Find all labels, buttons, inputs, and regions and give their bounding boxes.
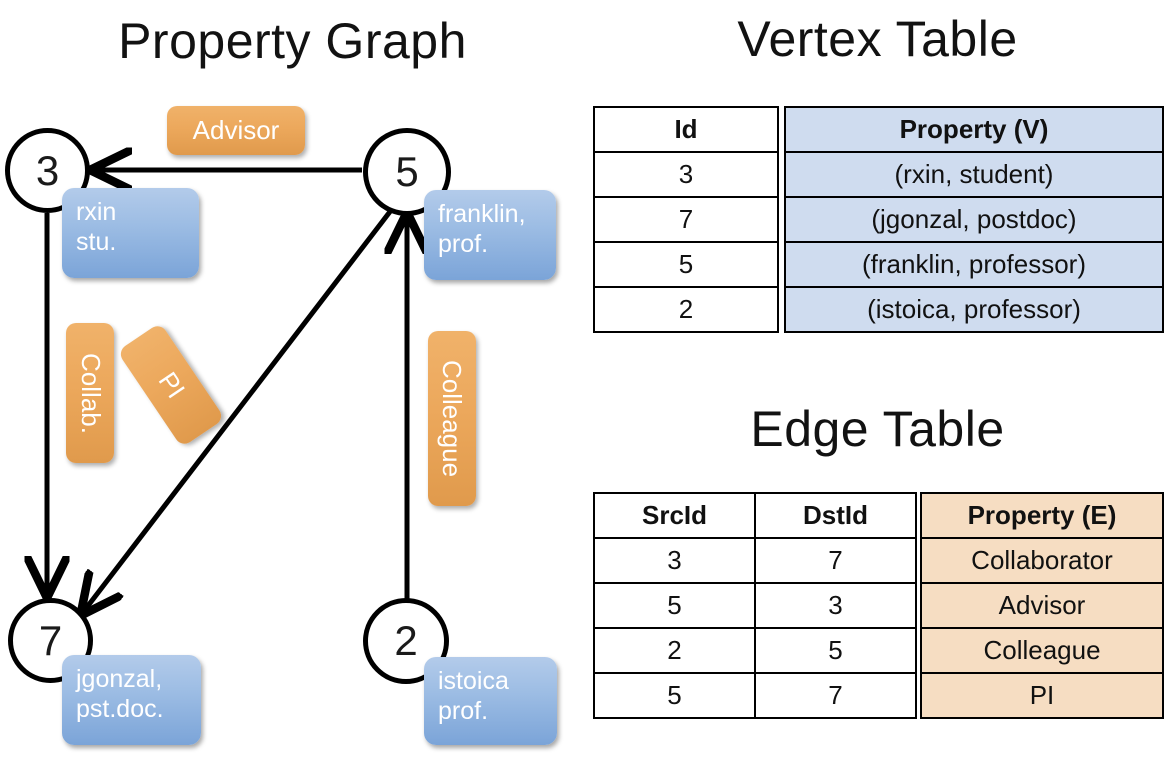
vertex-badge-3-line1: rxin xyxy=(76,198,117,226)
graph-edge-lines xyxy=(0,0,585,640)
table-row[interactable]: 5 xyxy=(593,241,779,288)
table-row[interactable]: Colleague xyxy=(920,627,1164,674)
vertex-id-cell: 3 xyxy=(593,151,779,198)
graph-node-2[interactable]: 2 xyxy=(363,598,449,684)
edge-table-header-dstid: DstId xyxy=(754,492,917,539)
table-row[interactable]: (franklin, professor) xyxy=(784,241,1164,288)
graph-node-2-label: 2 xyxy=(394,617,418,664)
table-row[interactable]: 3 7 xyxy=(593,537,917,584)
edge-badge-colleague[interactable]: Colleague xyxy=(428,331,476,506)
vertex-property-cell: (franklin, professor) xyxy=(784,241,1164,288)
vertex-id-cell: 5 xyxy=(593,241,779,288)
edge-dstid-cell: 7 xyxy=(754,672,917,719)
vertex-badge-2[interactable]: istoica prof. xyxy=(424,657,557,745)
vertex-property-cell: (istoica, professor) xyxy=(784,286,1164,333)
edge-table-header-property: Property (E) xyxy=(920,492,1164,539)
vertex-badge-5-line1: franklin, xyxy=(438,200,526,228)
graph-node-7-label: 7 xyxy=(38,616,63,664)
vertex-badge-5[interactable]: franklin, prof. xyxy=(424,190,556,280)
edge-dstid-cell: 7 xyxy=(754,537,917,584)
page-title-property-graph: Property Graph xyxy=(118,13,467,69)
edge-table-id-columns: SrcId DstId 3 7 5 3 2 5 5 7 xyxy=(593,492,917,719)
edge-property-cell: PI xyxy=(920,672,1164,719)
vertex-table-id-column: Id 3 7 5 2 xyxy=(593,106,779,333)
vertex-table-property-column: Property (V) (rxin, student) (jgonzal, p… xyxy=(784,106,1164,333)
edge-srcid-cell: 2 xyxy=(593,627,756,674)
vertex-table-header-property: Property (V) xyxy=(784,106,1164,153)
vertex-badge-7-line2: pst.doc. xyxy=(76,694,164,723)
vertex-table-header-row: Property (V) xyxy=(784,106,1164,153)
edge-table-property-column: Property (E) Collaborator Advisor Collea… xyxy=(920,492,1164,719)
edge-badge-collab[interactable]: Collab. xyxy=(66,323,114,463)
edge-srcid-cell: 5 xyxy=(593,582,756,629)
edge-table-header-row: SrcId DstId xyxy=(593,492,917,539)
edge-table-header-row: Property (E) xyxy=(920,492,1164,539)
edge-badge-colleague-label: Colleague xyxy=(437,359,468,478)
vertex-badge-5-line2: prof. xyxy=(438,229,489,258)
vertex-badge-7[interactable]: jgonzal, pst.doc. xyxy=(62,655,201,745)
edge-srcid-cell: 3 xyxy=(593,537,756,584)
vertex-property-cell: (jgonzal, postdoc) xyxy=(784,196,1164,243)
table-row[interactable]: 5 3 xyxy=(593,582,917,629)
table-row[interactable]: 3 xyxy=(593,151,779,198)
vertex-table-header-row: Id xyxy=(593,106,779,153)
edge-5-to-7-pi xyxy=(84,207,394,611)
edge-badge-pi-label: PI xyxy=(152,366,191,404)
table-row[interactable]: Collaborator xyxy=(920,537,1164,584)
graph-node-3-label: 3 xyxy=(35,146,60,194)
table-row[interactable]: Advisor xyxy=(920,582,1164,629)
vertex-id-cell: 2 xyxy=(593,286,779,333)
edge-property-cell: Colleague xyxy=(920,627,1164,674)
vertex-id-cell: 7 xyxy=(593,196,779,243)
table-row[interactable]: 5 7 xyxy=(593,672,917,719)
table-row[interactable]: (istoica, professor) xyxy=(784,286,1164,333)
edge-property-cell: Advisor xyxy=(920,582,1164,629)
vertex-badge-3-line2: stu. xyxy=(76,227,117,256)
table-row[interactable]: 7 xyxy=(593,196,779,243)
table-row[interactable]: (jgonzal, postdoc) xyxy=(784,196,1164,243)
edge-badge-collab-label: Collab. xyxy=(75,352,106,434)
graph-node-5-label: 5 xyxy=(395,148,419,195)
vertex-badge-7-line1: jgonzal, xyxy=(76,665,163,693)
edge-badge-advisor[interactable]: Advisor xyxy=(167,106,305,155)
edge-srcid-cell: 5 xyxy=(593,672,756,719)
edge-dstid-cell: 5 xyxy=(754,627,917,674)
table-row[interactable]: 2 5 xyxy=(593,627,917,674)
edge-dstid-cell: 3 xyxy=(754,582,917,629)
vertex-badge-2-line1: istoica xyxy=(438,667,509,695)
edge-table-header-srcid: SrcId xyxy=(593,492,756,539)
property-graph-diagram: 3 5 7 2 rxin stu. franklin, prof. jgonza… xyxy=(0,0,585,745)
edge-badge-advisor-label: Advisor xyxy=(192,115,280,145)
vertex-table-header-id: Id xyxy=(593,106,779,153)
vertex-property-cell: (rxin, student) xyxy=(784,151,1164,198)
vertex-badge-3[interactable]: rxin stu. xyxy=(62,188,199,278)
table-row[interactable]: (rxin, student) xyxy=(784,151,1164,198)
graph-node-5[interactable]: 5 xyxy=(363,128,451,216)
table-row[interactable]: 2 xyxy=(593,286,779,333)
page-title-edge-table: Edge Table xyxy=(750,401,1005,457)
page-title-vertex-table: Vertex Table xyxy=(737,11,1018,67)
table-row[interactable]: PI xyxy=(920,672,1164,719)
vertex-badge-2-line2: prof. xyxy=(438,696,489,725)
edge-property-cell: Collaborator xyxy=(920,537,1164,584)
